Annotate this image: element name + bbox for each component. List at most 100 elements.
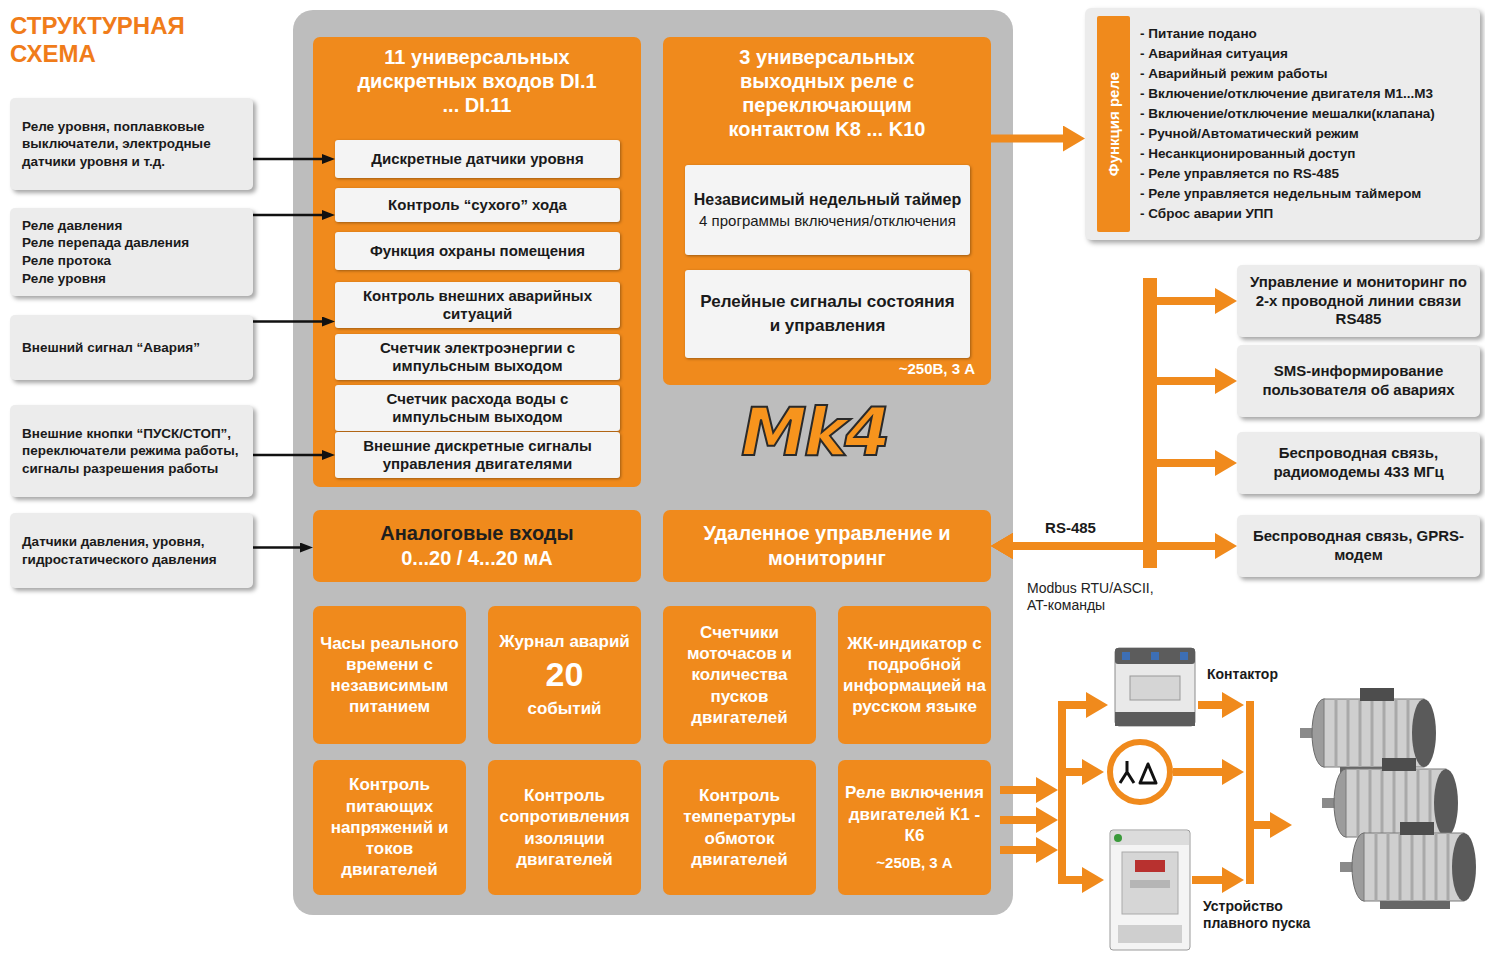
product-logo: Mk4: [741, 400, 888, 466]
function-box: Контроль внешних аварийных ситуаций: [335, 282, 620, 328]
rating-text: ~250В, 3 А: [899, 360, 975, 379]
box-heading: Журнал аварий: [493, 631, 636, 652]
box-heading: Реле включения двигателей К1 - К6: [843, 782, 986, 846]
connector-arrow: [253, 320, 322, 323]
box-text: Реле уровня, поплавковые выключатели, эл…: [22, 118, 241, 171]
contactor-body: [1115, 648, 1195, 726]
box-text: ЖК-индикатор с подробной информацией на …: [843, 633, 986, 718]
list-item: - Реле управляется недельным таймером: [1140, 184, 1480, 204]
contactor-bottom: [1115, 712, 1195, 726]
function-box: Счетчик электроэнергии с импульсным выхо…: [335, 334, 620, 380]
list-item: Реле давления: [22, 217, 241, 235]
function-box: Внешние дискретные сигналы управления дв…: [335, 432, 620, 478]
input-source-box: Реле давленияРеле перепада давленияРеле …: [10, 208, 253, 296]
contactor-picture: [1115, 648, 1195, 726]
analog-input-box: Аналоговые входы0...20 / 4...20 мА: [313, 510, 641, 582]
box-text: Беспроводная связь, GPRS-модем: [1245, 527, 1472, 565]
feed-arrow: [1173, 768, 1222, 776]
box-text: Беспроводная связь, радиомодемы 433 МГц: [1245, 444, 1472, 482]
box-text: Счетчик электроэнергии с импульсным выхо…: [343, 339, 612, 375]
box-text: Внешний сигнал “Авария”: [22, 339, 241, 357]
output-group-box: 3 универсальных выходных реле с переключ…: [663, 37, 991, 385]
feature-box: ЖК-индикатор с подробной информацией на …: [838, 606, 991, 744]
connector-arrow: [1013, 381, 1215, 546]
feed-arrow: [1062, 701, 1086, 709]
box-text: Функция охраны помещения: [343, 242, 612, 260]
star-delta-ring: [1110, 742, 1170, 802]
controller-panel-ground: [293, 10, 1013, 915]
feed-arrow: [1000, 786, 1036, 794]
contactor-face: [1130, 676, 1180, 700]
box-text: SMS-информирование пользователя об авари…: [1245, 362, 1472, 400]
box-body: 4 программы включения/отключения: [693, 212, 962, 230]
feature-box: Контроль питающих напряжений и токов дви…: [313, 760, 466, 895]
box-text: Управление и мониторинг по 2-х проводной…: [1245, 273, 1472, 329]
feed-arrow: [1198, 701, 1222, 709]
feature-box: Счетчики моточасов и количества пусков д…: [663, 606, 816, 744]
event-count: 20: [493, 656, 636, 693]
list-item: - Аварийная ситуация: [1140, 44, 1480, 64]
connector-arrow: [1013, 542, 1215, 550]
box-text: Внешние кнопки “ПУСК/СТОП”, переключател…: [22, 425, 241, 478]
list-item: - Ручной/Автоматический режим: [1140, 124, 1480, 144]
input-source-box: Внешний сигнал “Авария”: [10, 315, 253, 380]
box-text: Внешние дискретные сигналы управления дв…: [343, 437, 612, 473]
group-heading: 11 универсальных дискретных входов DI.1 …: [357, 45, 597, 117]
motor-relay-box: Реле включения двигателей К1 - К6 ~250В, …: [838, 760, 991, 895]
feed-arrow: [1062, 876, 1082, 884]
box-text: Контроль “сухого” хода: [343, 196, 612, 214]
box-text: Дискретные датчики уровня: [343, 150, 612, 168]
function-box: Релейные сигналы состояния и управления: [685, 270, 970, 358]
input-group-ground: [313, 37, 641, 487]
list-item: Реле протока: [22, 252, 241, 270]
star-delta-symbol: [1110, 742, 1170, 802]
connector-arrow: [253, 158, 322, 161]
starter-terminals: [1118, 925, 1182, 943]
input-source-box: Реле уровня, поплавковые выключатели, эл…: [10, 98, 253, 190]
box-text: Контроль внешних аварийных ситуаций: [343, 287, 612, 323]
feed-arrow: [1250, 821, 1270, 829]
box-text: Контроль питающих напряжений и токов дви…: [318, 774, 461, 880]
contactor-top: [1115, 648, 1195, 664]
communication-box: Беспроводная связь, GPRS-модем: [1237, 515, 1480, 577]
function-box: Независимый недельный таймер 4 программы …: [685, 165, 970, 255]
list-item: - Аварийный режим работы: [1140, 64, 1480, 84]
function-box: Функция охраны помещения: [335, 232, 620, 270]
motor-picture: [1322, 758, 1458, 845]
starter-display: [1135, 860, 1165, 872]
feature-box: Часы реального времени с независимым пит…: [313, 606, 466, 744]
connector-arrow: [1013, 301, 1215, 546]
signal-range: 0...20 / 4...20 мА: [318, 546, 636, 571]
star-symbol: [1120, 761, 1134, 783]
box-text: Датчики давления, уровня, гидростатическ…: [22, 533, 241, 568]
communication-box: Беспроводная связь, радиомодемы 433 МГц: [1237, 432, 1480, 494]
input-source-box: Внешние кнопки “ПУСК/СТОП”, переключател…: [10, 405, 253, 497]
contactor-screw: [1122, 652, 1130, 660]
relay-function-list: Функция реле- Питание подано- Аварийная …: [1085, 8, 1480, 240]
input-source-box: Датчики давления, уровня, гидростатическ…: [10, 513, 253, 588]
diagram-title: СТРУКТУРНАЯ СХЕМА: [10, 12, 210, 67]
contactor-screw: [1180, 652, 1188, 660]
box-text: Удаленное управление и мониторинг: [668, 521, 986, 571]
starter-top: [1111, 831, 1189, 845]
connector-arrow: [1013, 463, 1215, 546]
list-item: - Включение/отключение двигателя М1...М3: [1140, 84, 1480, 104]
box-heading: Независимый недельный таймер: [693, 190, 962, 209]
connector-arrow: [253, 546, 300, 549]
list-item: - Питание подано: [1140, 24, 1480, 44]
controller-panel: Mk4 11 универсальных дискретных входов DI…: [293, 10, 1013, 915]
feature-box: Журнал аварий 20 событий: [488, 606, 641, 744]
connector-arrow: [991, 135, 1063, 143]
feature-box: Контроль температуры обмоток двигателей: [663, 760, 816, 895]
starter-keys: [1130, 880, 1170, 888]
feed-arrow: [1000, 846, 1036, 854]
list-item: - Включение/отключение мешалки(клапана): [1140, 104, 1480, 124]
box-body: событий: [493, 698, 636, 719]
rating-text: ~250В, 3 А: [843, 854, 986, 873]
box-text: Релейные сигналы состояния и управления: [693, 290, 962, 338]
feed-arrow: [1062, 768, 1082, 776]
feed-arrow: [1192, 876, 1222, 884]
remote-control-box: Удаленное управление и мониторинг: [663, 510, 991, 582]
list-item: - Сброс аварии УПП: [1140, 204, 1480, 224]
box-text: Часы реального времени с независимым пит…: [318, 633, 461, 718]
